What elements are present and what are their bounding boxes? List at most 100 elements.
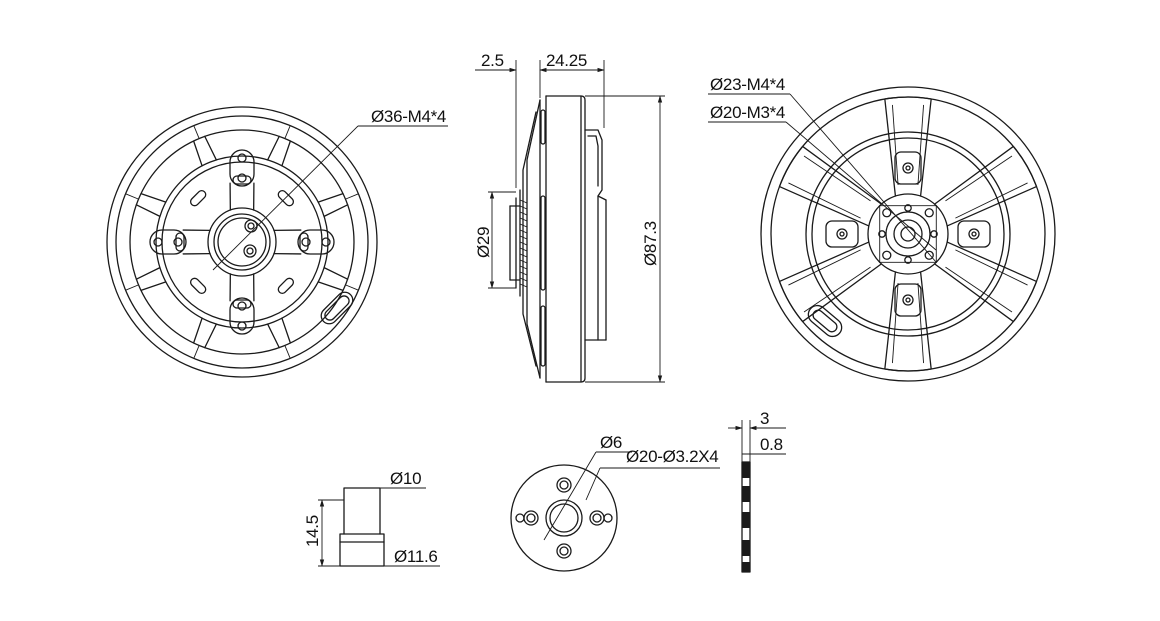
front-slot: [189, 277, 207, 295]
rear-spoke: [933, 145, 1038, 227]
rear-thread-inner-label: Ø20-M3*4: [710, 103, 785, 122]
side-tooth: [519, 247, 528, 252]
rear-tab: [957, 220, 991, 248]
side-view: 2.5 24.25 Ø29 Ø87.3: [474, 51, 665, 383]
plate-step-label: 0.8: [760, 435, 783, 454]
rear-spoke-inner: [917, 104, 925, 186]
front-rib: [192, 140, 203, 167]
rear-spoke: [933, 241, 1038, 323]
front-rib: [323, 266, 349, 280]
front-view: Ø36-M4*4: [106, 106, 448, 378]
front-rim-line: [193, 345, 200, 359]
rear-tab-hole: [905, 165, 911, 171]
rear-hub-hole-small: [904, 204, 912, 212]
front-rib: [204, 323, 218, 349]
front-arm: [229, 297, 255, 335]
rear-hub-hole-small: [878, 230, 886, 238]
front-rim-line: [284, 345, 291, 359]
section-hatch-block: [742, 512, 750, 528]
front-rib: [266, 323, 280, 349]
front-arm-hole: [301, 237, 311, 247]
front-rib: [281, 317, 292, 344]
spacer-part: Ø10 Ø11.6 14.5: [303, 469, 440, 567]
front-rib: [317, 281, 344, 292]
rear-spoke: [778, 241, 883, 323]
rear-spoke: [884, 96, 932, 197]
side-outer-dia-label: Ø87.3: [641, 221, 660, 266]
spacer-height-label: 14.5: [303, 515, 322, 547]
rear-tab: [894, 151, 922, 185]
rear-thread-outer-label: Ø23-M4*4: [710, 75, 785, 94]
plate-hole: [556, 477, 572, 493]
side-tooth: [519, 283, 528, 288]
rear-hub-hole: [882, 208, 892, 218]
rear-spoke-inner: [891, 282, 899, 364]
rear-tab-hole: [836, 228, 848, 240]
rear-hub-hole: [924, 250, 934, 260]
plate-thickness-label: 3: [760, 409, 769, 428]
plate-center-dia-label: Ø6: [600, 433, 622, 452]
front-rib: [281, 140, 292, 167]
side-tooth: [519, 277, 528, 282]
front-slot: [277, 277, 295, 295]
rear-spoke-inner: [945, 155, 1013, 202]
rear-spoke-inner: [955, 249, 1028, 286]
front-slot: [232, 175, 252, 185]
side-tooth: [519, 241, 528, 246]
rear-tab-hole: [839, 231, 845, 237]
plate-edge-hole: [603, 513, 613, 523]
rear-spoke-inner: [891, 104, 899, 186]
front-arm-hole: [237, 153, 247, 163]
side-tooth: [519, 217, 528, 222]
plate-hole-inner: [592, 513, 602, 523]
front-rim-line: [125, 193, 139, 200]
side-tooth: [519, 223, 528, 228]
front-arm-hole: [153, 237, 163, 247]
front-rim-line: [193, 125, 200, 139]
front-arm-hole: [173, 237, 183, 247]
front-arm-hole: [237, 173, 247, 183]
rear-hub-hole-small: [904, 256, 912, 264]
plate-part: Ø6 Ø20-Ø3.2X4: [510, 433, 720, 572]
side-tooth: [519, 205, 528, 210]
rear-view: Ø23-M4*4 Ø20-M3*4: [708, 75, 1056, 382]
front-slot: [189, 189, 207, 207]
front-arm: [297, 229, 335, 255]
section-hatch-block: [742, 540, 750, 556]
plate-holes-label: Ø20-Ø3.2X4: [626, 447, 718, 466]
spacer-top-dia-label: Ø10: [390, 469, 421, 488]
front-rib: [192, 317, 203, 344]
front-rib: [266, 135, 280, 161]
front-rim-line: [345, 284, 359, 291]
rear-hub-hole: [882, 250, 892, 260]
rear-tab: [894, 283, 922, 317]
rear-spoke-inner: [803, 266, 871, 313]
plate-edge-hole: [515, 513, 525, 523]
rear-spoke-inner: [945, 266, 1013, 313]
section-hatch-block: [742, 462, 750, 478]
rear-tab-hole: [971, 231, 977, 237]
front-rim-line: [284, 125, 291, 139]
front-slot: [232, 299, 252, 309]
rear-tab: [825, 220, 859, 248]
plate-hole-inner: [559, 480, 569, 490]
side-shaft-dia-label: Ø29: [474, 227, 493, 258]
rear-tab-hole: [902, 162, 914, 174]
section-hatch-block: [742, 486, 750, 502]
spacer-bottom-dia-label: Ø11.6: [394, 547, 438, 566]
rear-spoke: [778, 145, 883, 227]
rear-tab-hole: [968, 228, 980, 240]
front-rib: [140, 192, 167, 203]
front-rib: [323, 204, 349, 218]
front-arm: [149, 229, 187, 255]
side-tooth: [519, 211, 528, 216]
rear-spoke-inner: [803, 155, 871, 202]
front-rib: [135, 204, 161, 218]
rear-hub-hole: [924, 208, 934, 218]
plate-hole: [523, 510, 539, 526]
front-arm: [229, 149, 255, 187]
rear-hub-hole-small: [930, 230, 938, 238]
front-arm-hole: [237, 321, 247, 331]
rear-hub-square: [879, 205, 937, 263]
